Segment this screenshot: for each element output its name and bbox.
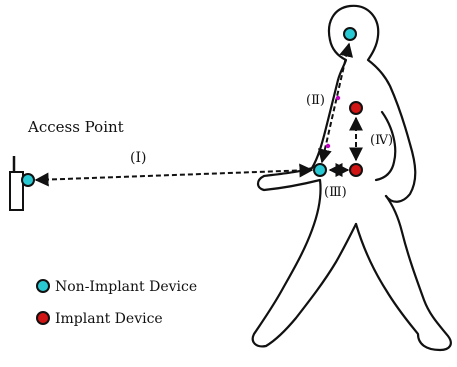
- link-label-iv: (Ⅳ): [370, 133, 393, 148]
- link-label-ii: (Ⅱ): [306, 93, 325, 108]
- implant-swatch-icon: [37, 312, 49, 324]
- link-label-i: (Ⅰ): [130, 150, 146, 166]
- link-marker: [326, 144, 330, 148]
- link-ii-arrow: [322, 44, 349, 162]
- link-label-iii: (Ⅲ): [324, 185, 347, 200]
- human-silhouette: [253, 6, 451, 350]
- non-implant-swatch-icon: [37, 280, 49, 292]
- link-marker: [336, 96, 340, 100]
- face-outline: [330, 40, 346, 80]
- legend-item-non-implant: Non-Implant Device: [37, 279, 197, 295]
- inner-leg-outline: [356, 196, 451, 350]
- implant-device-chest: [350, 102, 362, 114]
- legend-label-implant: Implant Device: [55, 311, 163, 327]
- links: [36, 44, 356, 180]
- head-outline: [329, 6, 415, 202]
- non-implant-device-access-point: [22, 174, 34, 186]
- torso-front-outline: [253, 80, 356, 346]
- legend-item-implant: Implant Device: [37, 311, 163, 327]
- non-implant-device-head: [344, 28, 356, 40]
- implant-device-abdomen: [350, 164, 362, 176]
- access-point-device: [10, 156, 23, 210]
- legend-label-non-implant: Non-Implant Device: [55, 279, 197, 295]
- non-implant-device-waist: [314, 164, 326, 176]
- access-point-body: [10, 172, 23, 210]
- legend: Non-Implant Device Implant Device: [37, 279, 197, 327]
- access-point-label: Access Point: [27, 118, 124, 136]
